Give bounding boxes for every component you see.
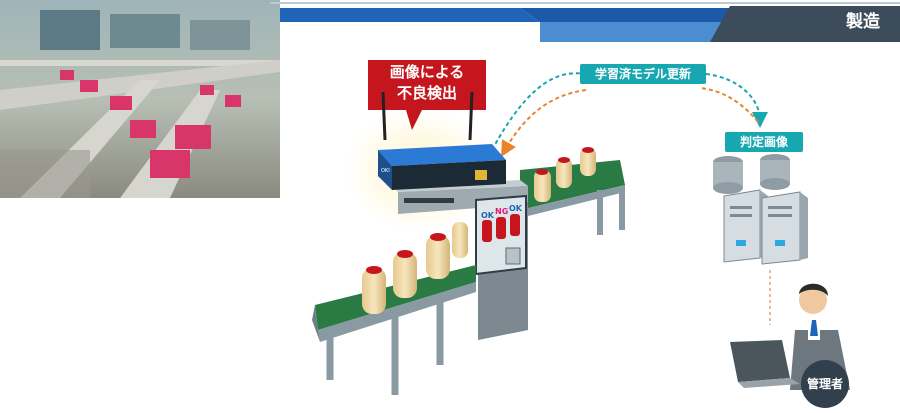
gateway-brand: OKI [381, 168, 390, 174]
monitor-label-ng: NG [495, 207, 508, 216]
defect-detection-callout: 画像による 不良検出 [368, 62, 486, 104]
admin-badge: 管理者 [801, 360, 849, 408]
model-update-label: 学習済モデル更新 [580, 64, 706, 84]
monitor-label-ok-2: OK [509, 204, 523, 213]
server-icon [724, 190, 808, 264]
judgment-image-label: 判定画像 [725, 132, 803, 152]
callout-line-2: 不良検出 [368, 83, 486, 104]
monitor-label-ok-1: OK [481, 211, 495, 220]
database-icon [713, 154, 790, 194]
judgment-image-arrow [505, 88, 758, 150]
callout-line-1: 画像による [368, 62, 486, 83]
model-update-arrow [492, 73, 760, 150]
